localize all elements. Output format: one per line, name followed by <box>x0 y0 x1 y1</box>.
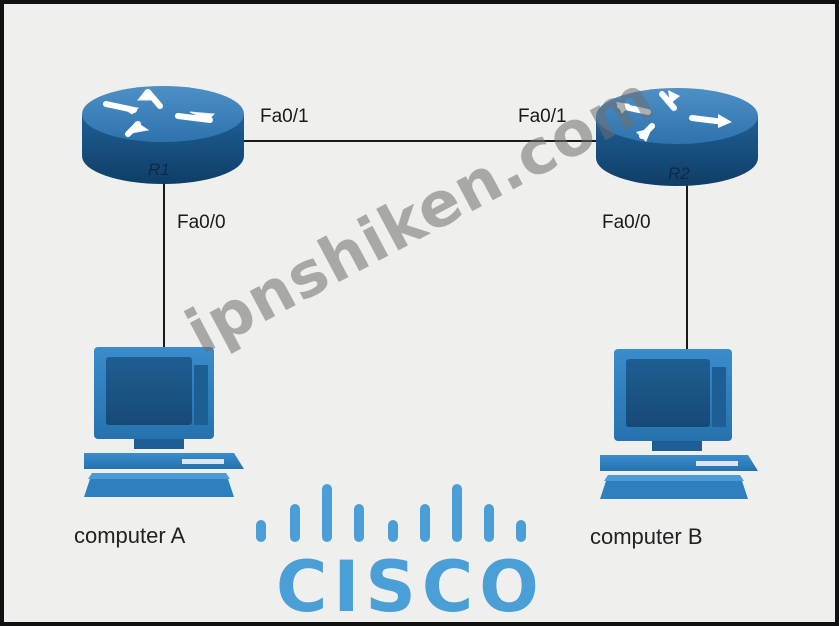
cisco-bars-logo <box>256 484 526 542</box>
r1-fa00-label: Fa0/0 <box>177 212 226 233</box>
computer-b-label: computer B <box>590 524 703 549</box>
cisco-logo-word: CISCO <box>276 546 545 626</box>
computer-b-icon <box>600 349 758 499</box>
diagram-canvas <box>82 86 758 542</box>
router-r1-icon <box>82 86 244 184</box>
r2-fa01-label: Fa0/1 <box>518 106 567 127</box>
r2-fa00-label: Fa0/0 <box>602 212 651 233</box>
router-r2-icon <box>596 88 758 186</box>
computer-a-icon <box>84 347 244 497</box>
router-r1-name: R1 <box>148 160 170 179</box>
computer-a-label: computer A <box>74 523 186 548</box>
r1-fa01-label: Fa0/1 <box>260 106 309 127</box>
router-r2-name: R2 <box>668 164 690 183</box>
